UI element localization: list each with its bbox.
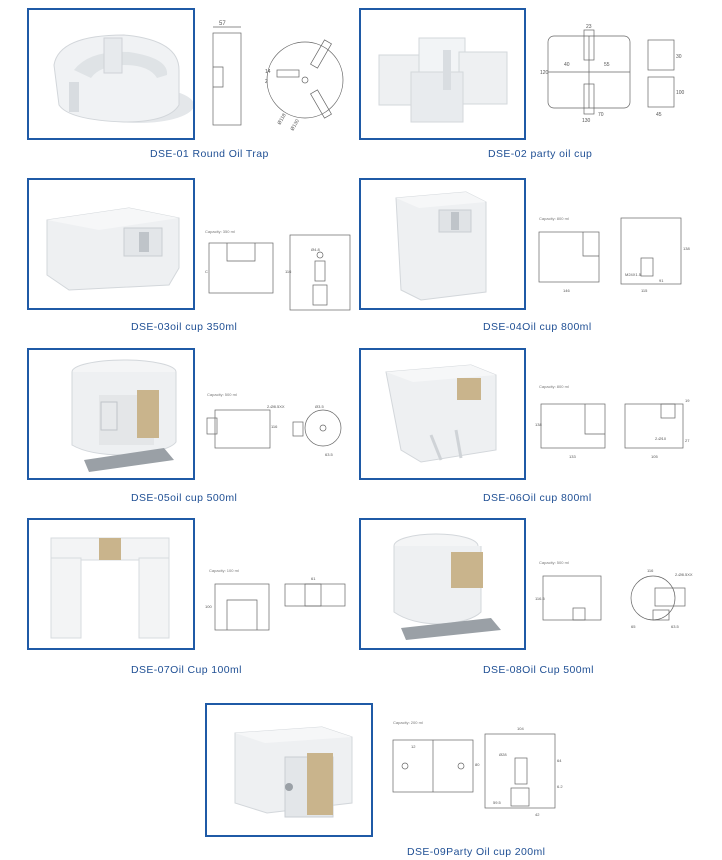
capacity-label: Capacity: 500 ml [539, 560, 569, 565]
dim-label: 116.5 [535, 596, 545, 601]
oil-cup-500ml-image [71, 359, 177, 472]
party-oil-cup-image [378, 37, 508, 123]
oil-cup-800ml-image [395, 191, 487, 301]
dim-label: 2 [265, 79, 268, 85]
dim-label: 105 [651, 454, 658, 459]
dim-label: Ø118 [277, 113, 288, 126]
oil-cup-800ml-image [385, 364, 497, 463]
dim-label: 63.5 [671, 624, 680, 629]
dim-label: C [205, 269, 208, 274]
product-photo-dse-06 [359, 348, 526, 480]
dim-label: Ø4.8 [311, 247, 320, 252]
product-photo-dse-01 [27, 8, 195, 140]
dim-label: 100 [676, 90, 685, 96]
dim-label: Ø3.5 [315, 404, 324, 409]
dim-label: 19 [685, 398, 690, 403]
capacity-label: Capacity: 800 ml [539, 384, 569, 389]
product-caption: DSE-01 Round Oil Trap [150, 148, 269, 160]
dim-label: 65 [631, 624, 636, 629]
oil-cup-500ml-image [393, 533, 501, 640]
dim-label: 146 [563, 288, 570, 293]
technical-drawing-dse-07: Capacity: 100 ml 100 61 [205, 568, 346, 631]
technical-drawing-dse-03: Capacity: 350 ml Ø4.8 C 116 [205, 229, 351, 311]
dim-label: 57 [219, 21, 226, 27]
technical-drawing-dse-02: 23 40 55 120 70 130 30 100 45 [540, 24, 685, 122]
dim-label: 27 [685, 438, 690, 443]
technical-drawing-dse-05: Capacity: 500 ml 2-Ø8.5XX Ø3.5 63.5 116 [206, 392, 342, 457]
product-photo-dse-09 [205, 703, 373, 837]
dim-label: 30 [676, 54, 682, 60]
technical-drawing-dse-09: Capacity: 200 ml 104 12 Ø28 80 64 59.5 6… [392, 720, 563, 817]
product-caption: DSE-04Oil cup 800ml [483, 321, 592, 333]
product-caption: DSE-02 party oil cup [488, 148, 593, 160]
dim-label: 2-Ø8.5XX [267, 404, 285, 409]
dim-label: 42 [535, 812, 540, 817]
oil-cup-350ml-image [46, 207, 180, 291]
dim-label: 100 [205, 604, 212, 609]
dim-label: 61 [311, 576, 316, 581]
capacity-label: Capacity: 100 ml [209, 568, 239, 573]
technical-drawing-dse-01: 57 14 2 Ø118 Ø130 [212, 21, 344, 132]
dim-label: Ø28 [499, 752, 507, 757]
oil-cup-100ml-image [50, 537, 170, 639]
technical-drawing-dse-04: Capacity: 800 ml 138 146 M24X1.5 115 91 [538, 216, 690, 293]
dim-label: 64 [557, 758, 562, 763]
dim-label: 55 [604, 62, 610, 68]
dim-label: 115 [641, 288, 648, 293]
dim-label: 6.2 [557, 784, 563, 789]
dim-label: 70 [598, 112, 604, 118]
dim-label: 138 [535, 422, 542, 427]
dim-label: 14 [265, 69, 271, 75]
dim-label: 130 [582, 118, 591, 122]
dim-label: 40 [564, 62, 570, 68]
product-caption: DSE-08Oil Cup 500ml [483, 664, 594, 676]
product-caption: DSE-09Party Oil cup 200ml [407, 846, 546, 858]
product-photo-dse-08 [359, 518, 526, 650]
dim-label: 2-Ø10 [655, 436, 667, 441]
dim-label: 45 [656, 112, 662, 118]
product-photo-dse-04 [359, 178, 526, 310]
dim-label: 80 [475, 762, 480, 767]
product-caption: DSE-03oil cup 350ml [131, 321, 238, 333]
capacity-label: Capacity: 200 ml [393, 720, 423, 725]
technical-drawing-dse-08: Capacity: 500 ml 116 2-Ø8.5XX 116.5 65 6… [535, 560, 693, 629]
dim-label: 2-Ø8.5XX [675, 572, 693, 577]
capacity-label: Capacity: 350 ml [205, 229, 235, 234]
product-caption: DSE-05oil cup 500ml [131, 492, 238, 504]
dim-label: 116 [285, 269, 292, 274]
dim-label: 104 [517, 726, 524, 731]
product-caption: DSE-07Oil Cup 100ml [131, 664, 242, 676]
dim-label: 12 [411, 744, 416, 749]
dim-label: 116 [647, 568, 654, 573]
product-photo-dse-03 [27, 178, 195, 310]
party-oil-cup-200ml-image [234, 726, 353, 818]
round-oil-trap-image [53, 34, 193, 123]
dim-label: M24X1.5 [625, 272, 642, 277]
capacity-label: Capacity: 500 ml [207, 392, 237, 397]
dim-label: 120 [540, 70, 549, 76]
capacity-label: Capacity: 800 ml [539, 216, 569, 221]
product-photo-dse-07 [27, 518, 195, 650]
dim-label: 59.5 [493, 800, 502, 805]
dim-label: 63.5 [325, 452, 334, 457]
technical-drawing-dse-06: Capacity: 800 ml 138 133 2-Ø10 105 19 27 [535, 384, 690, 459]
product-photo-dse-02 [359, 8, 526, 140]
dim-label: 138 [683, 246, 690, 251]
dim-label: 91 [659, 278, 664, 283]
dim-label: 116 [271, 424, 278, 429]
product-caption: DSE-06Oil cup 800ml [483, 492, 592, 504]
dim-label: 133 [569, 454, 576, 459]
dim-label: 23 [586, 24, 592, 30]
product-photo-dse-05 [27, 348, 195, 480]
dim-label: Ø130 [290, 118, 301, 132]
